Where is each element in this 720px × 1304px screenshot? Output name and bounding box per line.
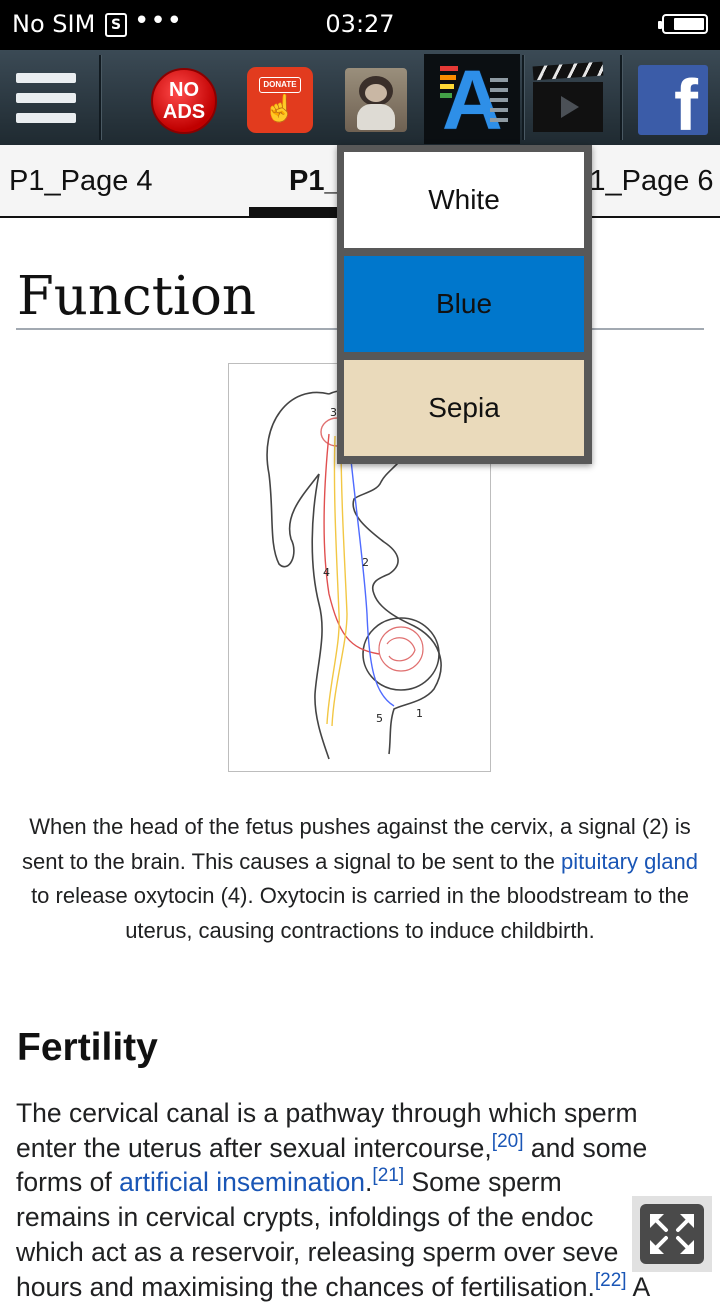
no-ads-label-line2: ADS <box>162 101 206 123</box>
figure-label-4: 4 <box>323 566 330 579</box>
section-heading-fertility: Fertility <box>17 1026 158 1069</box>
no-ads-label-line1: NO <box>169 79 199 101</box>
status-bar: No SIM S ••• 03:27 <box>0 0 720 50</box>
para-text: enter the uterus after sexual intercours… <box>16 1132 492 1163</box>
clock: 03:27 <box>325 10 395 38</box>
pituitary-gland-link[interactable]: pituitary gland <box>560 848 698 874</box>
fullscreen-button[interactable] <box>632 1196 712 1272</box>
toolbar-divider <box>620 55 623 140</box>
para-line: remains in cervical crypts, infoldings o… <box>16 1202 594 1233</box>
reference-21-link[interactable]: [21] <box>372 1165 405 1187</box>
para-text: and some <box>523 1132 648 1163</box>
donate-button[interactable]: DONATE ☝ <box>247 67 313 133</box>
toolbar-divider <box>522 55 525 140</box>
figure-caption: When the head of the fetus pushes agains… <box>18 810 702 948</box>
baby-photo-button[interactable] <box>345 68 407 132</box>
reference-22-link[interactable]: [22] <box>594 1269 627 1291</box>
carrier-label: No SIM <box>12 10 96 38</box>
hamburger-menu-icon[interactable] <box>16 70 76 126</box>
donate-label: DONATE <box>259 77 301 93</box>
color-bars-icon <box>440 66 458 102</box>
para-line: forms of artificial insemination.[21] So… <box>16 1165 716 1200</box>
toolbar-divider <box>99 55 102 140</box>
more-dots-icon: ••• <box>134 6 184 36</box>
para-text: A <box>626 1271 651 1302</box>
para-text: Some sperm <box>404 1167 562 1198</box>
para-line: hours and maximising the chances of fert… <box>16 1270 716 1304</box>
para-line: enter the uterus after sexual intercours… <box>16 1131 716 1166</box>
no-ads-button[interactable]: NO ADS <box>151 68 217 134</box>
artificial-insemination-link[interactable]: artificial insemination <box>119 1167 366 1198</box>
section-heading-function: Function <box>17 266 257 327</box>
reference-20-link[interactable]: [20] <box>491 1130 524 1152</box>
para-line: which act as a reservoir, releasing sper… <box>16 1236 619 1267</box>
theme-option-sepia[interactable]: Sepia <box>344 360 584 456</box>
figure-label-2: 2 <box>362 556 369 569</box>
text-lines-icon <box>490 78 508 128</box>
expand-arrows-icon <box>640 1204 704 1264</box>
facebook-button[interactable]: f <box>638 65 708 135</box>
theme-option-blue[interactable]: Blue <box>344 256 584 352</box>
tab-page-4[interactable]: P1_Page 4 <box>9 165 153 197</box>
battery-icon <box>658 14 708 34</box>
sim-icon: S <box>105 13 127 37</box>
figure-label-5: 5 <box>376 712 383 725</box>
color-theme-menu: White Blue Sepia <box>337 145 592 464</box>
para-line: The cervical canal is a pathway through … <box>16 1098 638 1128</box>
figure-label-1: 1 <box>416 707 423 720</box>
para-text: hours and maximising the chances of fert… <box>16 1271 595 1302</box>
theme-option-white[interactable]: White <box>344 152 584 248</box>
caption-text-2: to release oxytocin (4). Oxytocin is car… <box>31 883 689 943</box>
caption-text-1: When the head of the fetus pushes agains… <box>22 814 691 874</box>
tab-page-6[interactable]: P1_Page 6 <box>570 165 714 197</box>
app-toolbar: NO ADS DONATE ☝ A f <box>0 50 720 146</box>
para-text: . <box>365 1167 373 1198</box>
para-text: forms of <box>16 1167 120 1198</box>
clapperboard-play-icon[interactable] <box>531 61 605 134</box>
pointing-hand-icon: ☝ <box>263 93 297 123</box>
fertility-paragraph: The cervical canal is a pathway through … <box>16 1096 716 1304</box>
font-color-button[interactable]: A <box>424 54 520 146</box>
figure-label-3: 3 <box>330 406 337 419</box>
